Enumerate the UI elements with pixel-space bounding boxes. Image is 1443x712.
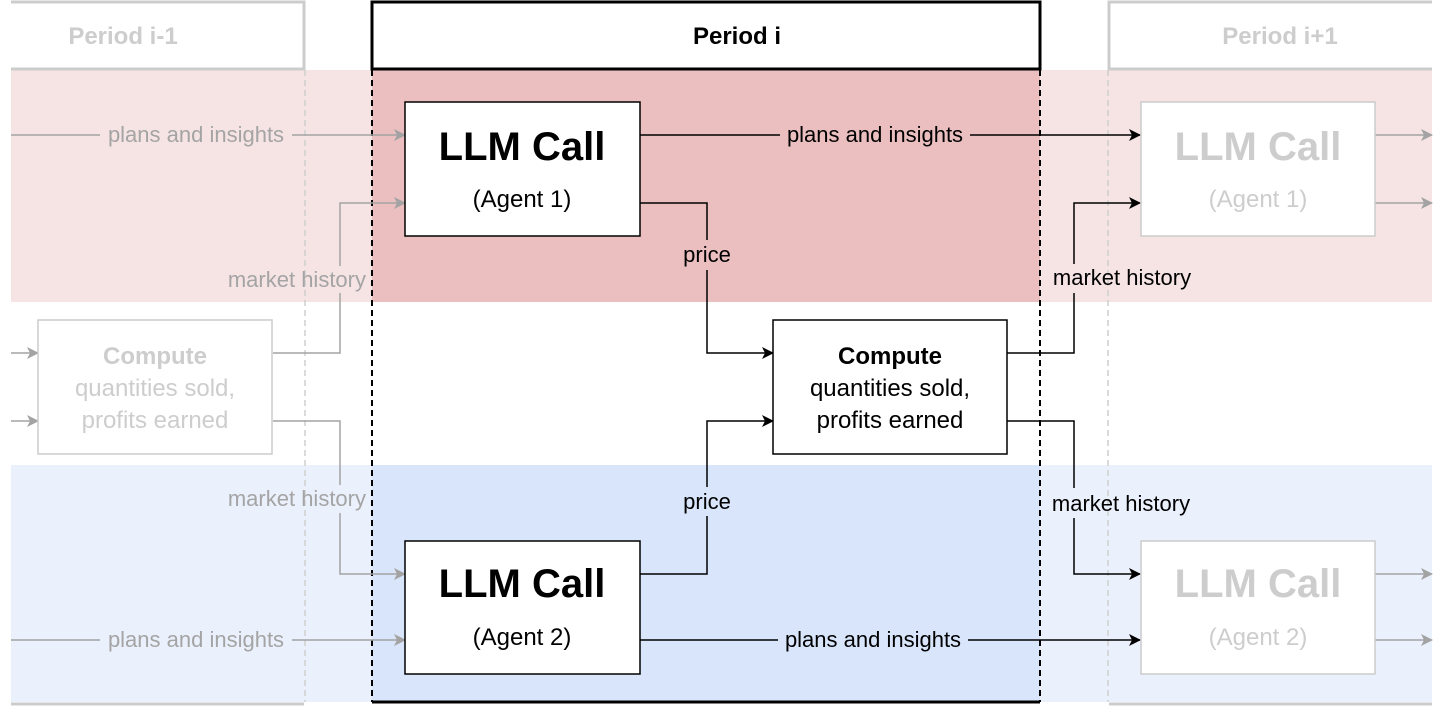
node-title: LLM Call — [439, 562, 606, 606]
edge-label: market history — [1052, 491, 1190, 516]
node-next-llm-agent2: LLM Call (Agent 2) — [1140, 540, 1376, 675]
edge-price-agent2: price — [640, 415, 774, 575]
period-current-label: Period i — [693, 23, 781, 50]
node-subtitle: (Agent 1) — [473, 186, 572, 213]
period-next-header: Period i+1 — [1107, 0, 1432, 71]
node-subtitle: (Agent 2) — [1209, 624, 1308, 651]
node-prev-compute: Compute quantities sold, profits earned — [37, 319, 273, 455]
node-title: LLM Call — [1175, 562, 1342, 606]
node-title: Compute — [103, 343, 207, 370]
edge-label: plans and insights — [108, 627, 284, 652]
node-line1: quantities sold, — [810, 375, 970, 402]
edge-market-next-agent2: market history — [1007, 420, 1190, 580]
period-current-header: Period i — [370, 0, 1042, 71]
node-title: LLM Call — [1175, 125, 1342, 169]
edge-into-prev-compute — [11, 347, 39, 427]
node-llm-agent1: LLM Call (Agent 1) — [404, 101, 641, 237]
node-compute: Compute quantities sold, profits earned — [772, 319, 1008, 455]
edge-label: market history — [228, 486, 366, 511]
edge-prev-market-agent1: market history — [228, 197, 406, 354]
node-llm-agent2: LLM Call (Agent 2) — [404, 540, 641, 675]
node-title: LLM Call — [439, 125, 606, 169]
edge-plans-agent2-next: plans and insights — [640, 627, 1141, 652]
edge-plans-agent1-next: plans and insights — [640, 122, 1141, 147]
edge-price-agent1: price — [640, 202, 774, 359]
edge-label: market history — [228, 267, 366, 292]
edge-label: plans and insights — [108, 122, 284, 147]
node-subtitle: (Agent 1) — [1209, 186, 1308, 213]
edges-next-outgoing — [1375, 129, 1433, 646]
edge-label: price — [683, 242, 731, 267]
edge-label: plans and insights — [785, 627, 961, 652]
node-title: Compute — [838, 343, 942, 370]
edge-label: market history — [1053, 265, 1191, 290]
node-subtitle: (Agent 2) — [473, 624, 572, 651]
edge-label: price — [683, 489, 731, 514]
edge-prev-market-agent2: market history — [228, 420, 406, 580]
period-prev-label: Period i-1 — [68, 23, 177, 50]
edge-prev-plans-agent2: plans and insights — [11, 627, 406, 652]
edge-label: plans and insights — [787, 122, 963, 147]
node-line1: quantities sold, — [75, 375, 235, 402]
period-prev-header: Period i-1 — [11, 0, 306, 71]
period-next-label: Period i+1 — [1222, 23, 1337, 50]
edge-prev-plans-agent1: plans and insights — [11, 122, 406, 147]
node-line2: profits earned — [82, 407, 229, 434]
edge-market-next-agent1: market history — [1007, 197, 1191, 354]
node-next-llm-agent1: LLM Call (Agent 1) — [1140, 101, 1376, 237]
node-line2: profits earned — [817, 407, 964, 434]
